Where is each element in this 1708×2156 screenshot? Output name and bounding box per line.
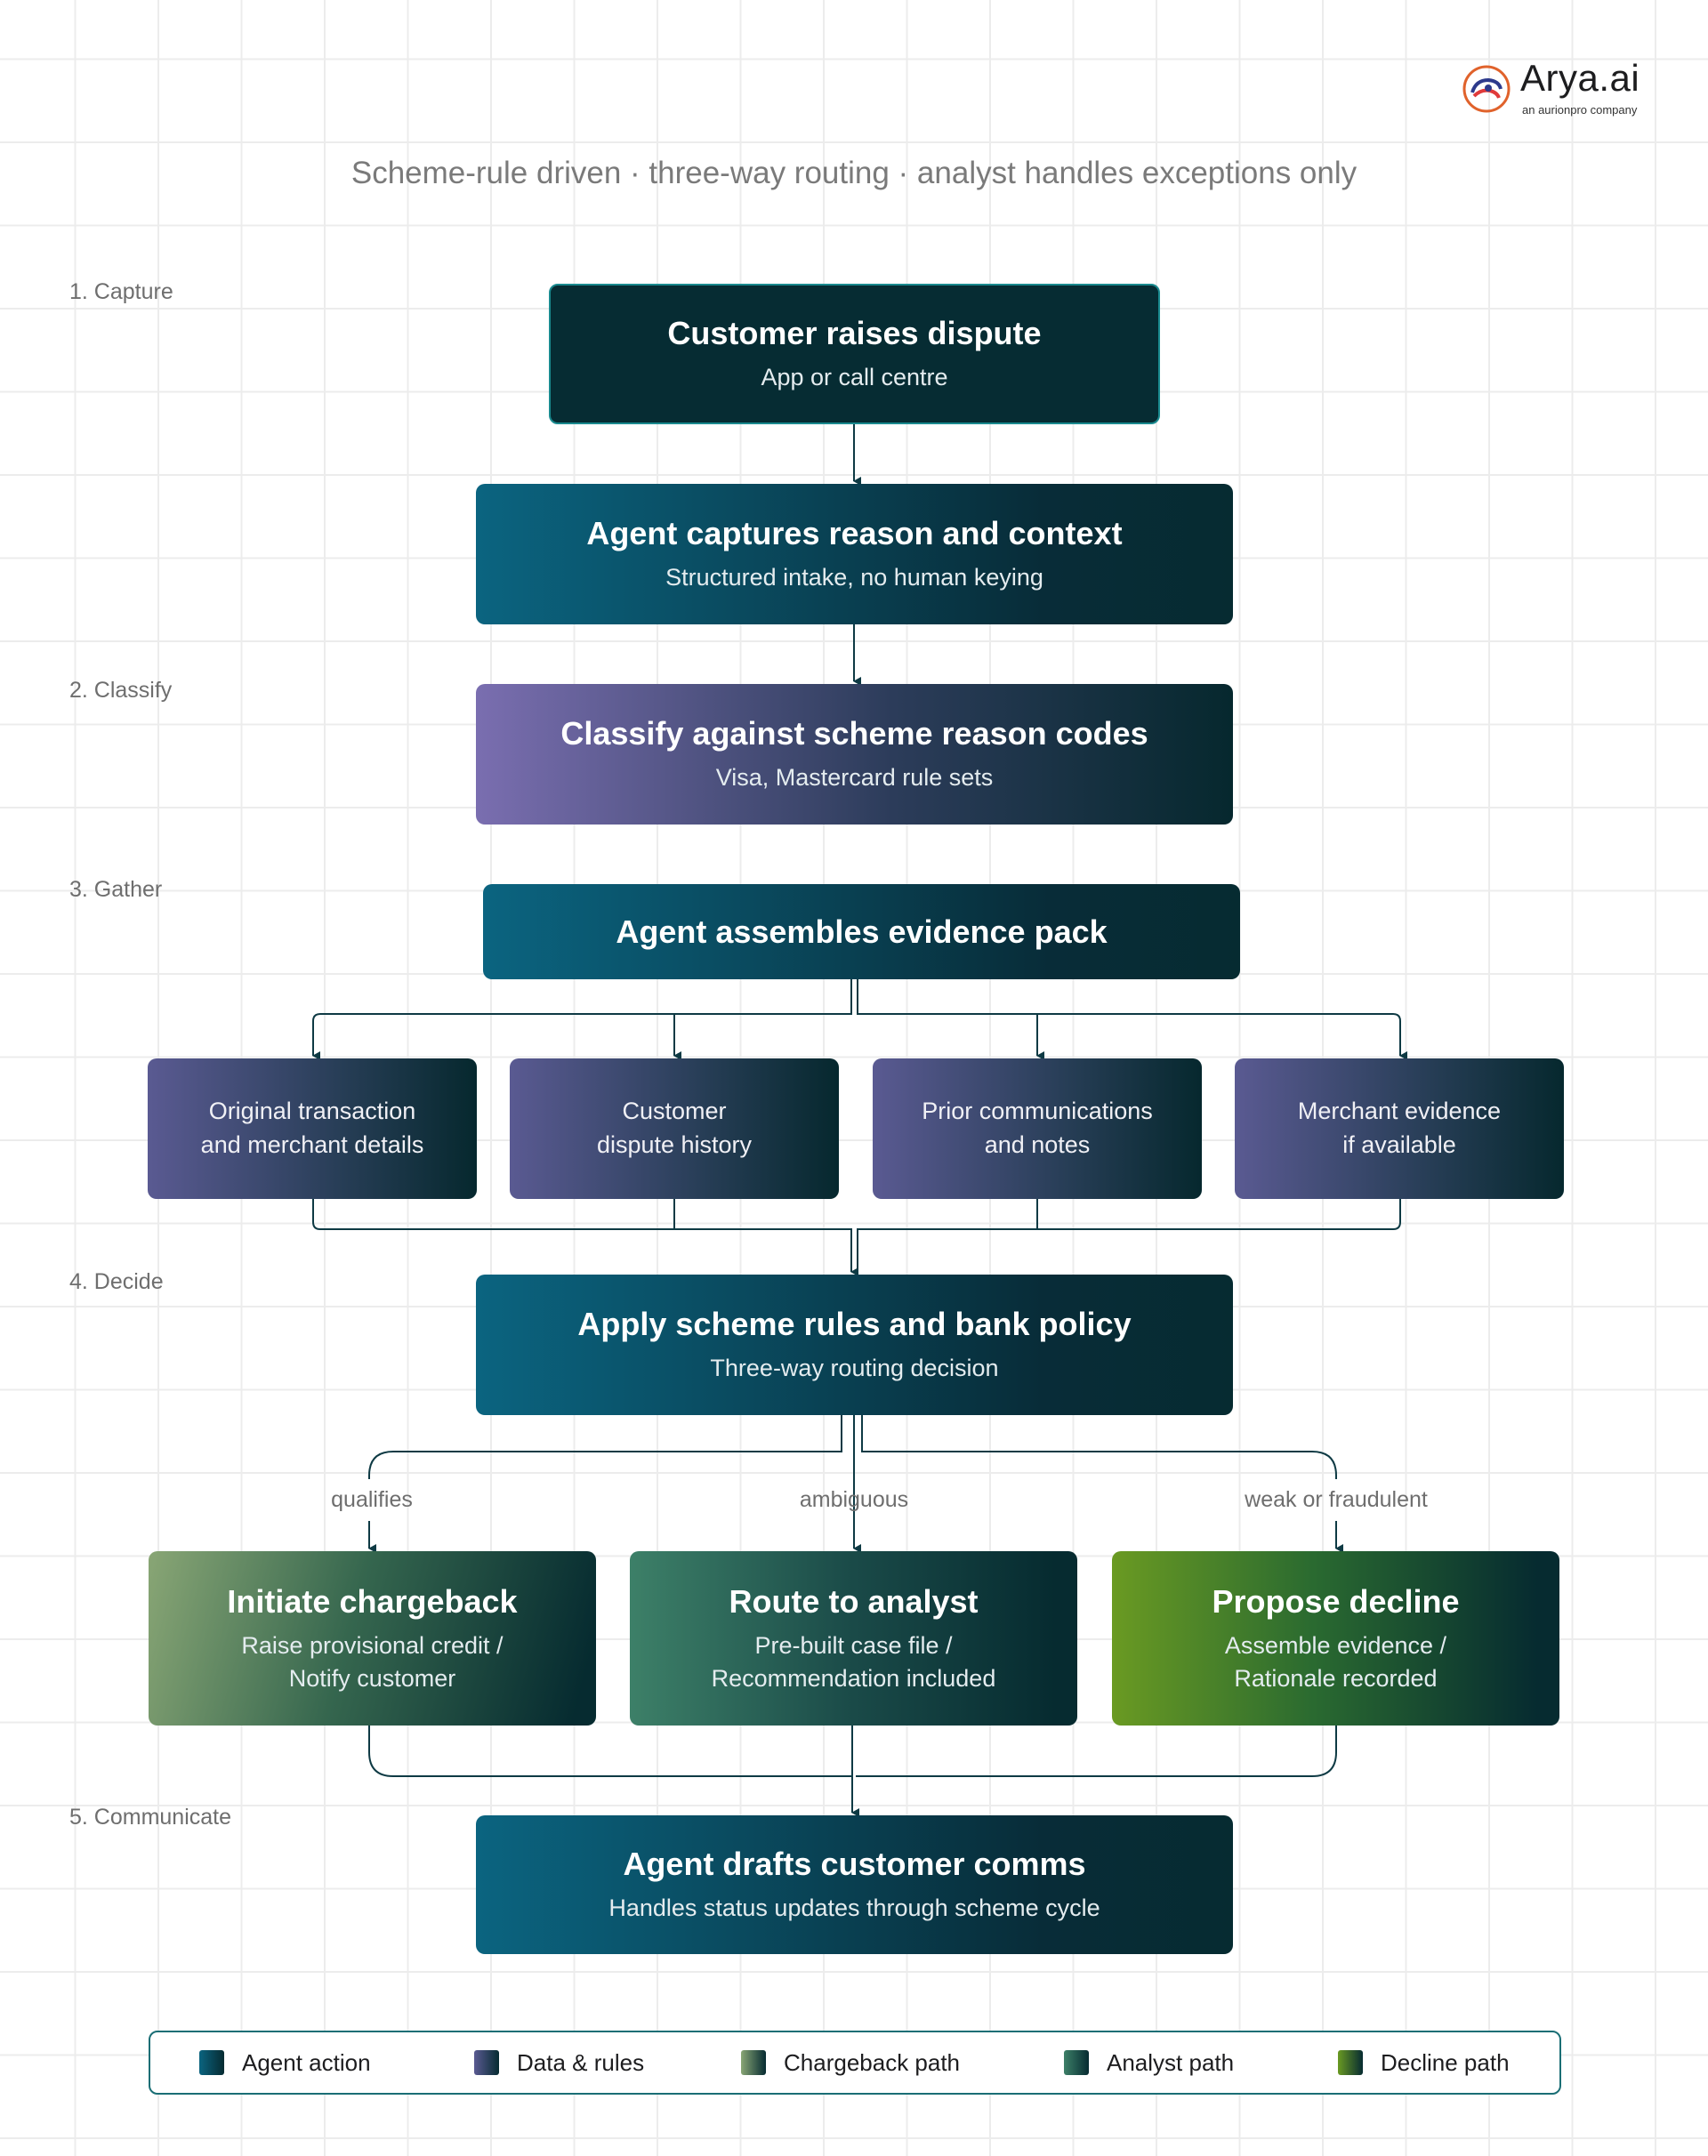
legend-label: Chargeback path	[784, 2048, 961, 2076]
diagram-subtitle: Scheme-rule driven · three-way routing ·…	[350, 156, 1358, 190]
node-line: Prior communications	[922, 1098, 1153, 1125]
node-assemble-evidence-pack: Agent assembles evidence pack	[483, 884, 1240, 979]
legend-swatch	[741, 2050, 766, 2075]
node-evidence-prior-communications: Prior communications and notes	[873, 1058, 1202, 1199]
node-apply-scheme-rules: Apply scheme rules and bank policy Three…	[476, 1275, 1233, 1415]
legend-swatch	[474, 2050, 499, 2075]
branch-label-ambiguous: ambiguous	[799, 1487, 909, 1512]
node-title: Initiate chargeback	[227, 1582, 518, 1620]
node-subtitle: Structured intake, no human keying	[665, 564, 1043, 591]
node-route-to-analyst: Route to analyst Pre-built case file / Re…	[630, 1551, 1077, 1726]
node-line: Assemble evidence /	[1224, 1632, 1447, 1660]
node-line: Raise provisional credit /	[241, 1632, 504, 1660]
logo-wordmark: Arya.ai	[1520, 57, 1640, 99]
connector-decide-to-chargeback	[368, 1415, 842, 1479]
brand-logo: Arya.ai an aurionpro company	[1462, 57, 1640, 117]
legend-item-decline-path: Decline path	[1338, 2032, 1510, 2093]
node-evidence-original-transaction: Original transaction and merchant details	[148, 1058, 477, 1199]
legend-label: Decline path	[1381, 2048, 1510, 2076]
node-title: Classify against scheme reason codes	[560, 715, 1148, 752]
legend-label: Analyst path	[1107, 2048, 1235, 2076]
node-propose-decline: Propose decline Assemble evidence / Ratio…	[1112, 1551, 1559, 1726]
node-line: Original transaction	[208, 1098, 416, 1125]
node-customer-raises-dispute: Customer raises dispute App or call cent…	[549, 284, 1160, 424]
node-initiate-chargeback: Initiate chargeback Raise provisional cr…	[149, 1551, 596, 1726]
node-agent-captures-reason: Agent captures reason and context Struct…	[476, 484, 1233, 624]
connector-decline-merge	[856, 1726, 1337, 1777]
node-line: Rationale recorded	[1234, 1664, 1438, 1692]
node-title: Propose decline	[1212, 1582, 1460, 1620]
node-line: if available	[1342, 1131, 1456, 1158]
legend-item-data-rules: Data & rules	[474, 2032, 644, 2093]
stage-label-gather: 3. Gather	[69, 877, 163, 902]
node-subtitle: App or call centre	[761, 364, 948, 391]
node-line: Merchant evidence	[1297, 1098, 1502, 1125]
connector-evidence-fanout-left	[312, 979, 852, 1060]
node-line: and notes	[984, 1131, 1091, 1158]
node-line: dispute history	[596, 1131, 753, 1158]
logo-tagline: an aurionpro company	[1522, 103, 1638, 117]
stage-label-capture: 1. Capture	[69, 279, 173, 304]
legend-swatch	[1064, 2050, 1089, 2075]
legend-item-chargeback-path: Chargeback path	[741, 2032, 960, 2093]
node-line: and merchant details	[200, 1131, 424, 1158]
node-line: Recommendation included	[711, 1664, 996, 1692]
node-evidence-merchant-evidence: Merchant evidence if available	[1235, 1058, 1564, 1199]
node-title: Agent captures reason and context	[586, 515, 1123, 552]
connector-decide-to-decline	[861, 1415, 1337, 1479]
node-classify-reason-codes: Classify against scheme reason codes Vis…	[476, 684, 1233, 825]
legend-item-analyst-path: Analyst path	[1064, 2032, 1234, 2093]
logo-mark-icon	[1462, 65, 1511, 113]
branch-label-qualifies: qualifies	[331, 1487, 413, 1512]
stage-label-communicate: 5. Communicate	[69, 1805, 232, 1830]
stage-label-classify: 2. Classify	[69, 678, 173, 703]
legend-label: Data & rules	[517, 2048, 645, 2076]
legend-item-agent-action: Agent action	[199, 2032, 371, 2093]
node-subtitle: Handles status updates through scheme cy…	[608, 1895, 1100, 1922]
legend-label: Agent action	[242, 2048, 371, 2076]
node-line: Customer	[622, 1098, 727, 1125]
node-title: Customer raises dispute	[667, 315, 1042, 352]
node-subtitle: Visa, Mastercard rule sets	[715, 764, 994, 792]
node-agent-drafts-comms: Agent drafts customer comms Handles stat…	[476, 1815, 1233, 1954]
branch-label-weak-or-fraudulent: weak or fraudulent	[1245, 1487, 1428, 1512]
node-title: Agent drafts customer comms	[623, 1846, 1086, 1883]
legend-swatch	[1338, 2050, 1363, 2075]
legend-swatch	[199, 2050, 224, 2075]
node-line: Pre-built case file /	[754, 1632, 953, 1660]
connector-evidence-fanout-right	[857, 979, 1407, 1060]
node-line: Notify customer	[288, 1664, 456, 1692]
node-title: Apply scheme rules and bank policy	[577, 1306, 1132, 1343]
connector-chargeback-merge	[368, 1726, 851, 1777]
stage-label-decide: 4. Decide	[69, 1269, 164, 1294]
node-evidence-dispute-history: Customer dispute history	[510, 1058, 839, 1199]
node-subtitle: Three-way routing decision	[710, 1355, 999, 1382]
connector-evidence-merge-left	[312, 1199, 858, 1276]
node-title: Route to analyst	[729, 1582, 979, 1620]
node-title: Agent assembles evidence pack	[616, 913, 1108, 950]
legend: Agent action Data & rules Chargeback pat…	[149, 2031, 1561, 2095]
connector-evidence-merge-right	[857, 1199, 1401, 1272]
